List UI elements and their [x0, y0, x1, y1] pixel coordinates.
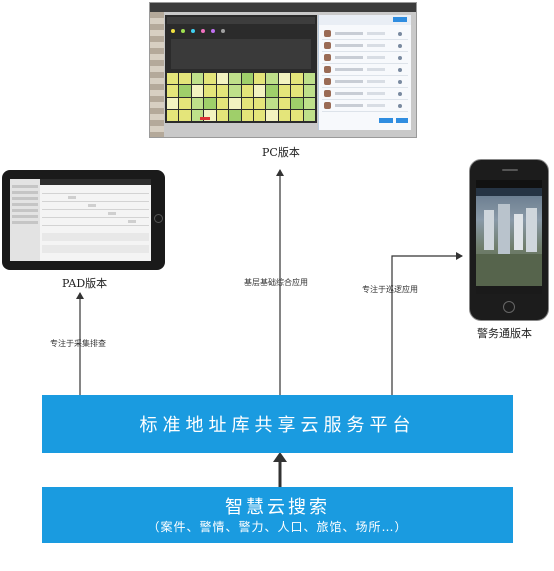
platform-bar: 标准地址库共享云服务平台 [42, 395, 513, 453]
phone-status-bar [476, 180, 542, 188]
arrow-search-to-platform-head [273, 452, 287, 462]
pc-legend [171, 28, 225, 34]
pc-panel-row [322, 101, 408, 112]
pc-version-label: PC版本 [262, 146, 300, 159]
pc-building-grid [167, 73, 315, 121]
pc-dialog-header [167, 17, 315, 24]
edge-label-phone: 专注于巡逻应用 [362, 285, 418, 294]
phone-screen [476, 180, 542, 294]
edge-label-pad: 专注于采集排查 [50, 339, 106, 348]
phone-device [469, 159, 549, 321]
phone-speaker [502, 169, 518, 171]
pad-table-line [42, 201, 149, 202]
pc-dialog-body [171, 39, 311, 69]
pc-panel-row [322, 89, 408, 100]
pc-window-titlebar [150, 3, 416, 12]
edge-label-pc: 基层基础综合应用 [244, 278, 308, 287]
pad-device [2, 170, 165, 270]
pad-section [42, 233, 149, 241]
phone-home-button [503, 301, 515, 313]
pc-panel-row [322, 53, 408, 64]
pc-panel-row [322, 77, 408, 88]
building [498, 204, 510, 254]
pc-panel-row [322, 29, 408, 40]
phone-version-label: 警务通版本 [477, 327, 532, 340]
pad-table-line [42, 209, 149, 210]
building [484, 210, 494, 250]
search-title: 智慧云搜索 [225, 497, 330, 518]
pc-person-panel [318, 15, 411, 130]
pc-dialog [165, 15, 317, 123]
pc-panel-row [322, 41, 408, 52]
arrow-to-phone [391, 252, 463, 395]
pad-sidebar [10, 179, 40, 261]
building [526, 208, 537, 252]
platform-title: 标准地址库共享云服务平台 [139, 415, 416, 436]
pc-map-strip [150, 12, 164, 137]
pc-panel-row [322, 65, 408, 76]
pad-home-button [154, 214, 163, 223]
search-subtitle: （案件、警情、警力、人口、旅馆、场所…） [147, 520, 408, 534]
phone-bottom-bar [476, 286, 542, 294]
pc-panel-button [396, 118, 408, 123]
smart-search-bar: 智慧云搜索 （案件、警情、警力、人口、旅馆、场所…） [42, 487, 513, 543]
phone-nav-bar [476, 188, 542, 196]
pad-section [42, 245, 149, 253]
pc-red-marker [200, 117, 210, 120]
pc-panel-button [393, 17, 407, 22]
pc-panel-button [379, 118, 393, 123]
pad-topbar [40, 179, 151, 185]
pad-table-line [42, 217, 149, 218]
pc-version-screenshot [149, 2, 417, 138]
building [514, 214, 523, 250]
pad-screen [10, 179, 151, 261]
pad-table-line [42, 225, 149, 226]
pad-table-line [42, 193, 149, 194]
pad-version-label: PAD版本 [62, 277, 108, 290]
pc-panel-header [319, 15, 411, 25]
phone-ground [476, 254, 542, 286]
